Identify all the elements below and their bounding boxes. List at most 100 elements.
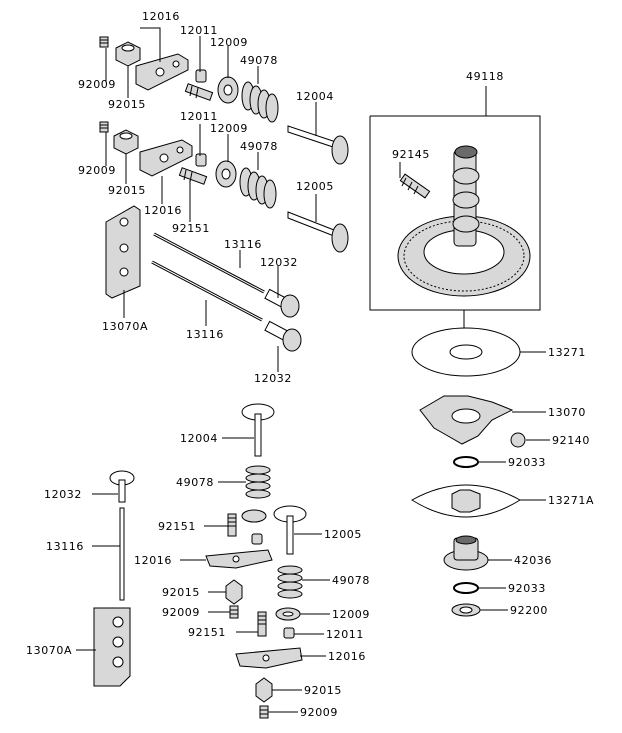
valve-12005-a [287, 211, 349, 253]
ring-92033-a [453, 456, 479, 468]
label-92015-d: 92015 [304, 684, 342, 697]
guide-plate-13070A-b [93, 607, 131, 687]
label-49078-a: 49078 [240, 54, 278, 67]
retainer-12009-c [241, 509, 267, 523]
label-12004-b: 12004 [180, 432, 218, 445]
valve-spring-49078-a [241, 81, 279, 123]
label-92009-c: 92009 [162, 606, 200, 619]
label-12004-a: 12004 [296, 90, 334, 103]
governor-weight-13070 [419, 395, 514, 445]
stud-92151-b [178, 167, 208, 185]
cap-12011-a [195, 69, 207, 83]
cup-13271A [411, 484, 521, 518]
retainer-12009-b [215, 160, 237, 188]
cap-12011-b [195, 153, 207, 167]
label-92151-a: 92151 [172, 222, 210, 235]
label-13116-a: 13116 [224, 238, 262, 251]
label-13116-c: 13116 [46, 540, 84, 553]
label-12005-a: 12005 [296, 180, 334, 193]
label-12009-a: 12009 [210, 36, 248, 49]
cap-12011-c [251, 533, 263, 545]
stud-92151-c [227, 513, 237, 537]
nut-92015-c [225, 579, 243, 605]
adjust-screw-92009-d [259, 705, 269, 719]
label-12011-a: 12011 [180, 24, 218, 37]
label-92151-b: 92151 [158, 520, 196, 533]
tappet-12032-a [264, 288, 300, 318]
label-12009-c: 12009 [332, 608, 370, 621]
label-92009-b: 92009 [78, 164, 116, 177]
adjust-screw-92009-b [99, 121, 109, 133]
rocker-arm-12016-c [205, 549, 273, 569]
label-92015-b: 92015 [108, 184, 146, 197]
label-49078-d: 49078 [332, 574, 370, 587]
label-49078-b: 49078 [240, 140, 278, 153]
retainer-12009-a [217, 76, 239, 104]
push-rod-13116-c [119, 507, 125, 601]
nut-92015-d [255, 677, 273, 703]
ring-92033-b [453, 582, 479, 594]
label-12016-b: 12016 [144, 204, 182, 217]
cap-12011-d [283, 627, 295, 639]
washer-92200 [451, 603, 481, 617]
label-12016-d: 12016 [328, 650, 366, 663]
push-rod-13116-a [153, 232, 265, 294]
label-13116-b: 13116 [186, 328, 224, 341]
label-92015-c: 92015 [162, 586, 200, 599]
label-49118: 49118 [466, 70, 504, 83]
valve-spring-49078-c [245, 465, 271, 499]
label-92151-c: 92151 [188, 626, 226, 639]
label-92140: 92140 [552, 434, 590, 447]
valve-spring-49078-b [239, 167, 277, 209]
camshaft-frame-49118 [369, 86, 541, 311]
label-92033-b: 92033 [508, 582, 546, 595]
label-12032-b: 12032 [254, 372, 292, 385]
adjust-screw-92009-a [99, 36, 109, 48]
nut-92015-a [115, 41, 141, 67]
nut-92015-b [113, 129, 139, 155]
label-13070A-b: 13070A [26, 644, 72, 657]
rocker-arm-12016-a [135, 53, 189, 91]
rocker-arm-12016-b [139, 139, 193, 177]
label-13070A-a: 13070A [102, 320, 148, 333]
label-12011-b: 12011 [180, 110, 218, 123]
label-12016-a: 12016 [142, 10, 180, 23]
retainer-12009-d [275, 607, 301, 621]
label-12016-c: 12016 [134, 554, 172, 567]
governor-gear-42036 [443, 535, 489, 571]
tappet-12032-b [264, 320, 302, 352]
label-42036: 42036 [514, 554, 552, 567]
spring-92145 [399, 173, 431, 199]
label-13070: 13070 [548, 406, 586, 419]
label-12032-a: 12032 [260, 256, 298, 269]
label-12009-b: 12009 [210, 122, 248, 135]
label-13271: 13271 [548, 346, 586, 359]
cam-gear-49118 [397, 145, 531, 297]
label-13271A: 13271A [548, 494, 594, 507]
valve-12004-a [287, 125, 349, 165]
label-92009-d: 92009 [300, 706, 338, 719]
washer-plate-13271 [411, 327, 521, 377]
valve-spring-49078-d [277, 565, 303, 599]
label-12032-c: 12032 [44, 488, 82, 501]
guide-plate-13070A-a [105, 205, 141, 299]
label-92145: 92145 [392, 148, 430, 161]
stud-92151-d [257, 611, 267, 637]
adjust-screw-92009-c [229, 605, 239, 619]
push-rod-13116-b [151, 260, 263, 322]
valve-12004-b [241, 403, 275, 457]
label-49078-c: 49078 [176, 476, 214, 489]
label-92015-a: 92015 [108, 98, 146, 111]
tappet-12032-c [109, 470, 135, 503]
ball-92140 [510, 432, 526, 448]
label-12005-b: 12005 [324, 528, 362, 541]
callout-labels: 12016 12011 12009 49078 92009 92015 1200… [26, 10, 594, 719]
label-12011-c: 12011 [326, 628, 364, 641]
label-92200: 92200 [510, 604, 548, 617]
rocker-arm-12016-d [235, 647, 303, 669]
label-92033-a: 92033 [508, 456, 546, 469]
valve-12005-b [273, 505, 307, 555]
stud-92151-a [184, 83, 214, 101]
leader-lines-top-left [105, 27, 317, 372]
